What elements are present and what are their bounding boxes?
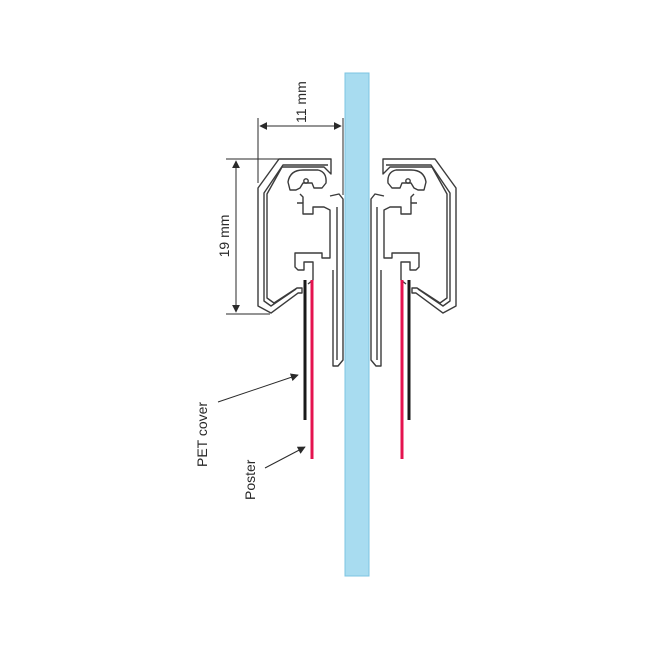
pet-cover-label: PET cover xyxy=(194,402,210,467)
height-dimension-label: 19 mm xyxy=(216,215,232,258)
width-dimension xyxy=(257,118,344,195)
width-dimension-label: 11 mm xyxy=(293,81,309,123)
pet-cover-callout-arrow xyxy=(217,373,299,403)
right-clip-profile xyxy=(370,158,457,367)
left-clip-profile xyxy=(257,158,344,367)
poster-label: Poster xyxy=(242,459,258,500)
height-dimension xyxy=(226,158,279,315)
glass-panel xyxy=(344,72,370,577)
poster-callout-arrow xyxy=(264,446,306,469)
